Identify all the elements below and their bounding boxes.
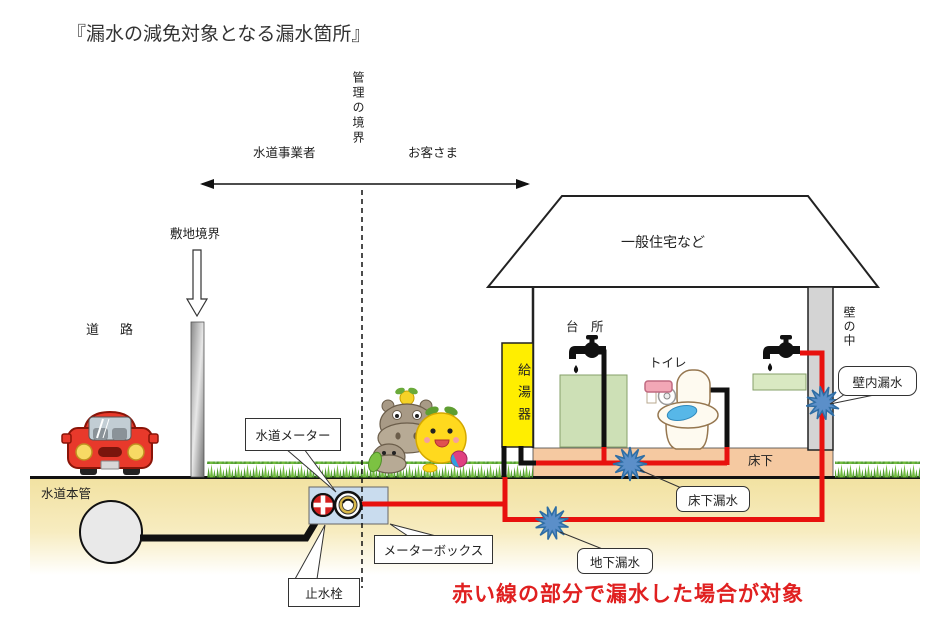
water-heater-label: 給湯器	[516, 363, 531, 429]
roof	[485, 195, 881, 288]
customer-side-label: お客さま	[408, 146, 459, 160]
site-boundary-arrow-icon	[185, 249, 209, 318]
wall-drip-icon	[767, 363, 773, 372]
water-meter-icon	[333, 490, 363, 520]
page-title: 『漏水の減免対象となる漏水箇所』	[67, 24, 371, 45]
mascot-characters	[368, 387, 468, 474]
water-main-label: 水道本管	[41, 487, 92, 501]
stop-valve-callout: 止水栓	[288, 578, 360, 607]
wall-leak-callout: 壁内漏水	[838, 366, 917, 396]
kitchen-drip-icon	[573, 365, 579, 374]
site-boundary-label: 敷地境界	[170, 227, 221, 241]
stop-valve-icon	[311, 493, 335, 517]
water-heater-box	[501, 342, 534, 448]
underfloor-leak-callout: 床下漏水	[676, 486, 750, 512]
water-meter-callout: 水道メーター	[245, 418, 341, 451]
underfloor-label: 床下	[748, 454, 774, 468]
meter-box-callout: メーターボックス	[374, 535, 493, 564]
utility-side-label: 水道事業者	[253, 146, 316, 160]
car-icon	[61, 410, 159, 475]
road-label: 道 路	[86, 322, 138, 337]
scope-arrow-icon	[200, 179, 530, 189]
toilet-label: トイレ	[649, 356, 687, 370]
boundary-post	[190, 321, 205, 478]
wall-shelf	[752, 373, 807, 391]
toilet-icon	[644, 369, 719, 450]
callout-tails	[284, 391, 885, 580]
eligibility-note: 赤い線の部分で漏水した場合が対象	[452, 583, 804, 606]
kitchen-label: 台 所	[566, 320, 604, 334]
grass-right	[835, 461, 920, 478]
kitchen-faucet-icon	[569, 335, 606, 359]
wall-faucet-icon	[763, 335, 800, 359]
underground-leak-callout: 地下漏水	[577, 548, 653, 574]
management-boundary-label: 管理の境界	[351, 71, 365, 146]
kitchen-sink	[559, 374, 628, 448]
inside-wall-label: 壁の中	[842, 306, 856, 348]
house-label: 一般住宅など	[621, 234, 705, 250]
water-main-icon	[79, 500, 143, 564]
